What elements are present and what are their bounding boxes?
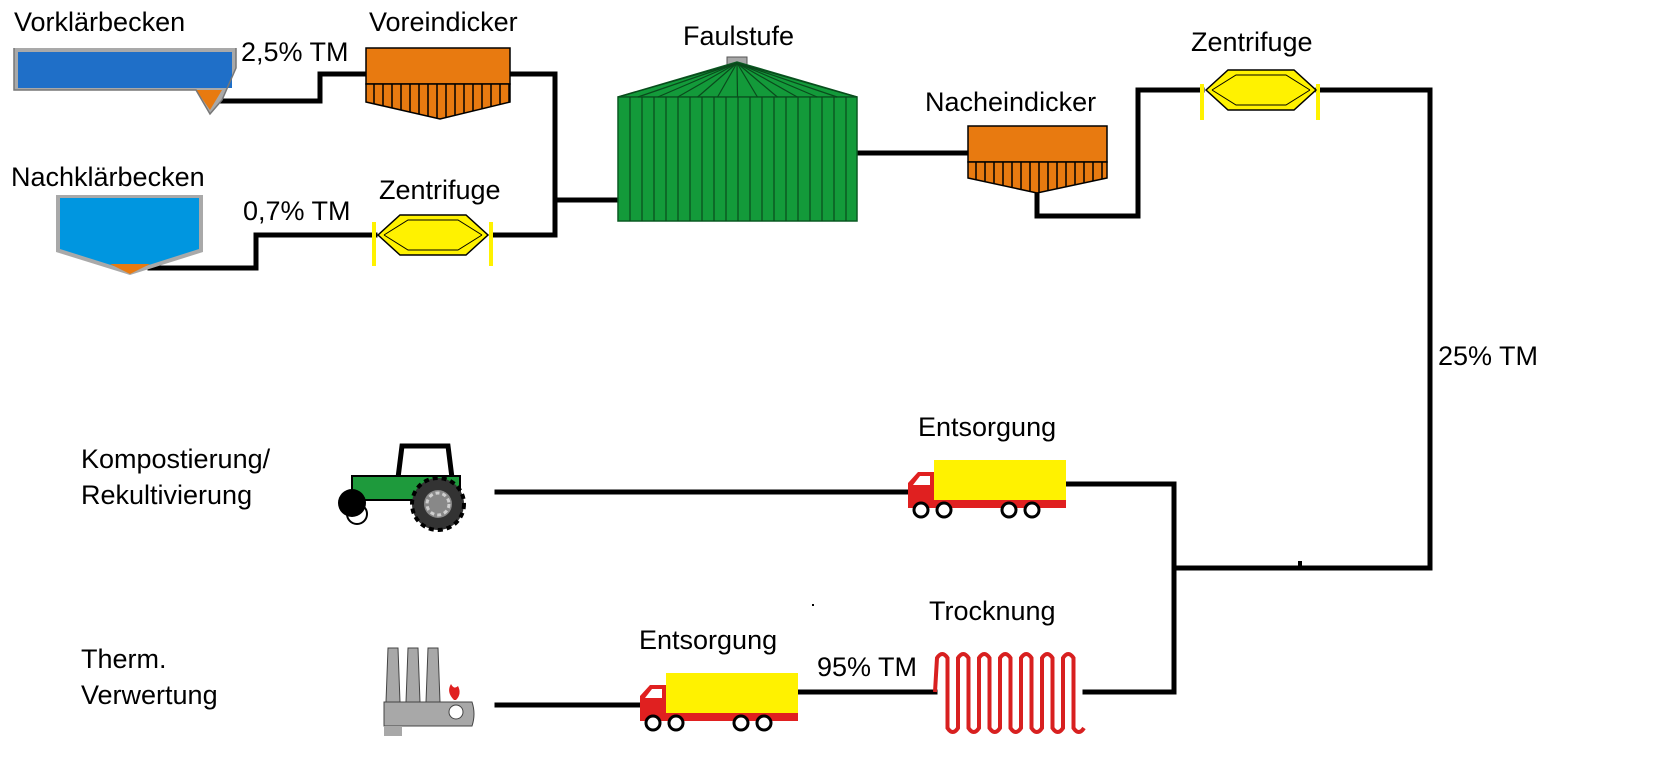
pipe-zentrifuge-to-junction — [1171, 87, 1433, 571]
therm-verwertung-factory-icon — [383, 647, 475, 736]
detail-line — [736, 62, 758, 98]
detail-line — [697, 62, 738, 98]
pipe-voreindicker-to-collector — [507, 71, 558, 238]
detail-line — [657, 62, 738, 98]
pipe-tick — [1298, 561, 1302, 566]
detail-line — [736, 62, 778, 98]
label-dry-matter-25: 25% TM — [1438, 341, 1538, 371]
label-nacheindicker: Nacheindicker — [925, 87, 1096, 117]
label-therm-line1: Therm. — [81, 644, 167, 674]
nachklaerbecken-icon — [56, 195, 203, 275]
detail-line — [677, 62, 738, 98]
label-dry-matter-vorklaer: 2,5% TM — [241, 37, 349, 67]
faulstufe-digester-icon — [617, 56, 858, 222]
detail-line — [736, 62, 838, 98]
detail-line — [736, 62, 739, 98]
detail-line — [736, 62, 798, 98]
detail-line — [717, 62, 738, 98]
label-nachklaerbecken: Nachklärbecken — [11, 162, 205, 192]
label-vorklaerbecken: Vorklärbecken — [14, 7, 185, 37]
stray-dot — [812, 604, 814, 606]
voreindicker-thickener-icon — [365, 47, 511, 120]
nacheindicker-thickener-icon — [967, 125, 1108, 194]
detail-line — [617, 62, 738, 98]
trocknung-dryer-coil-icon — [933, 652, 1086, 734]
detail-line — [736, 62, 818, 98]
label-entsorgung-1: Entsorgung — [918, 412, 1056, 442]
label-kompostierung-line2: Rekultivierung — [81, 480, 252, 510]
label-zentrifuge-1: Zentrifuge — [379, 175, 501, 205]
pipe-nacheindicker-to-zentrifuge — [1034, 87, 1205, 219]
pipes — [147, 71, 1433, 708]
zentrifuge-1-centrifuge-icon — [372, 214, 493, 266]
label-therm-line2: Verwertung — [81, 680, 218, 710]
pipe-junction-to-entsorgung — [1063, 481, 1177, 695]
detail-line — [736, 62, 858, 98]
zentrifuge-2-centrifuge-icon — [1200, 69, 1320, 120]
label-voreindicker: Voreindicker — [369, 7, 518, 37]
detail-line — [637, 62, 738, 98]
pipe-vorklaer-to-voreindicker — [219, 71, 368, 104]
label-dry-matter-95: 95% TM — [817, 652, 917, 682]
labels: Vorklärbecken 2,5% TM Voreindicker Fauls… — [11, 7, 1538, 710]
vorklaerbecken-icon — [13, 48, 237, 116]
label-entsorgung-2: Entsorgung — [639, 625, 777, 655]
entsorgung-1-truck-icon — [908, 460, 1066, 519]
label-trocknung: Trocknung — [929, 596, 1056, 626]
label-dry-matter-nachklaer: 0,7% TM — [243, 196, 351, 226]
label-zentrifuge-2: Zentrifuge — [1191, 27, 1313, 57]
kompostierung-tractor-icon — [338, 443, 466, 532]
label-kompostierung-line1: Kompostierung/ — [81, 444, 271, 474]
entsorgung-2-truck-icon — [640, 673, 798, 732]
label-faulstufe: Faulstufe — [683, 21, 794, 51]
pipe-nachklaer-to-zentrifuge — [147, 232, 378, 271]
